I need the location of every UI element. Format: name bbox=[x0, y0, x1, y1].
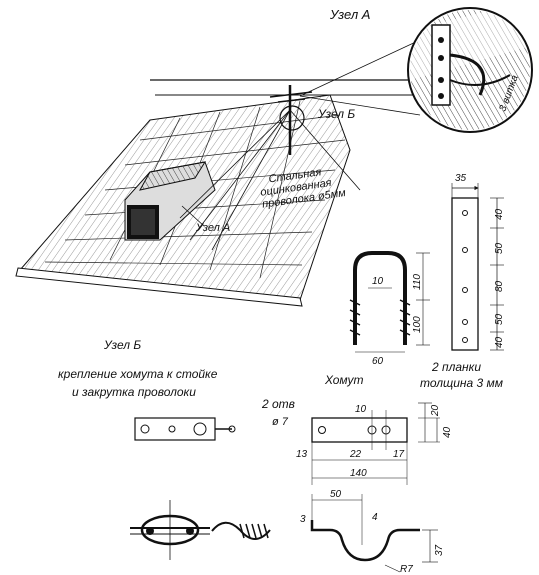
clamp-length-dim: 140 bbox=[350, 468, 367, 479]
node-b-caption-line-1: крепление хомута к стойке bbox=[58, 367, 218, 381]
clamp-bend-dim: 4 bbox=[372, 512, 378, 523]
clamp-top-view bbox=[311, 402, 440, 485]
plank-seg-1: 40 bbox=[494, 208, 505, 220]
clamp-side-dim: 3 bbox=[300, 514, 306, 525]
clamp-rise-dim: 37 bbox=[434, 544, 445, 556]
clamp-radius-dim: R7 bbox=[400, 564, 413, 575]
holes-note-line-1: 2 отв bbox=[262, 397, 295, 411]
plank-drawing bbox=[451, 183, 504, 351]
plank-width-dim: 35 bbox=[455, 173, 467, 184]
clamp-mid-dim: 22 bbox=[349, 449, 362, 460]
bolt-width-dim: 60 bbox=[372, 356, 384, 367]
node-b-caption-line-2: и закрутка проволоки bbox=[72, 385, 196, 399]
clamp-depth-dim: 50 bbox=[330, 489, 342, 500]
antenna-mast bbox=[150, 39, 520, 251]
node-b-callout: Узел Б bbox=[318, 107, 356, 121]
clamp-title: Хомут bbox=[325, 373, 364, 387]
node-a-detail bbox=[407, 7, 533, 133]
node-a-callout: Узел А bbox=[196, 222, 231, 234]
dormer-window bbox=[124, 161, 216, 241]
bolt-upper-dim: 110 bbox=[412, 274, 423, 290]
clamp-left-dim: 13 bbox=[296, 449, 308, 460]
plank-seg-4: 50 bbox=[494, 313, 505, 325]
clamp-hole-dim: 10 bbox=[355, 404, 367, 415]
node-b-top-view bbox=[134, 417, 236, 441]
bolt-span-dim: 10 bbox=[372, 276, 384, 287]
node-b-side-view bbox=[130, 500, 271, 560]
planks-note-line-2: толщина 3 мм bbox=[420, 376, 503, 390]
plank-seg-2: 50 bbox=[494, 242, 505, 254]
clamp-top-dim: 20 bbox=[430, 404, 441, 417]
plank-seg-5: 40 bbox=[494, 336, 505, 348]
clamp-right-dim: 17 bbox=[393, 449, 405, 460]
u-bolt-drawing bbox=[349, 251, 430, 353]
clamp-side-view bbox=[310, 494, 438, 573]
holes-note-line-2: ø 7 bbox=[272, 416, 288, 428]
bolt-lower-dim: 100 bbox=[412, 316, 423, 333]
clamp-height-dim: 40 bbox=[442, 426, 453, 438]
plank-seg-3: 80 bbox=[494, 280, 505, 292]
node-a-title: Узел А bbox=[330, 7, 371, 22]
node-b-title: Узел Б bbox=[104, 338, 142, 352]
planks-note-line-1: 2 планки bbox=[432, 360, 481, 374]
